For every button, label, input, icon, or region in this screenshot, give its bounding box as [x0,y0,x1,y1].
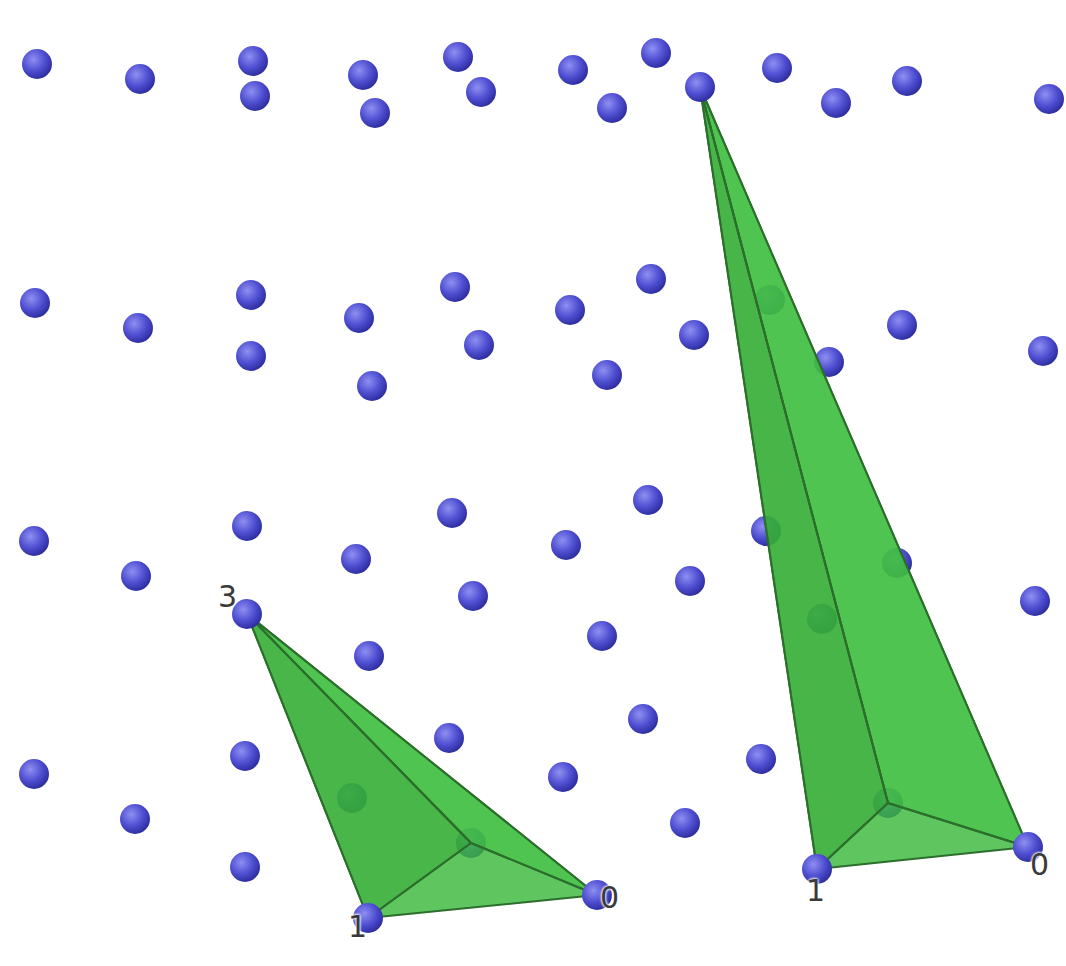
atom-sphere [440,272,470,302]
atom-sphere [357,371,387,401]
atom-sphere [120,804,150,834]
atom-sphere [555,295,585,325]
atom-sphere [240,81,270,111]
tetrahedron-left [247,614,597,918]
atom-sphere [19,526,49,556]
vertex-index: 0 [600,883,619,913]
atom-sphere [636,264,666,294]
atom-sphere [1020,586,1050,616]
atom-sphere [123,313,153,343]
atom-sphere [587,621,617,651]
atom-sphere [592,360,622,390]
atom-sphere [19,759,49,789]
atom-sphere [597,93,627,123]
atom-sphere [892,66,922,96]
atom-sphere [341,544,371,574]
atom-sphere [236,280,266,310]
atom-sphere [551,530,581,560]
atom-sphere [466,77,496,107]
atom-sphere [443,42,473,72]
atom-sphere [360,98,390,128]
vertex-index: 0 [1030,850,1049,880]
vertex-index: 3 [218,582,237,612]
atom-sphere [675,566,705,596]
atom-sphere [641,38,671,68]
atom-sphere [670,808,700,838]
atom-spheres [19,38,1064,882]
atom-sphere [762,53,792,83]
atom-sphere [437,498,467,528]
vertex-index: 1 [348,912,367,942]
atom-sphere [1028,336,1058,366]
atom-sphere [230,741,260,771]
tetrahedron-right [700,87,1028,869]
atom-sphere [236,341,266,371]
atom-sphere [821,88,851,118]
atom-sphere [434,723,464,753]
atom-sphere [464,330,494,360]
atom-sphere [628,704,658,734]
atom-sphere [22,49,52,79]
atom-sphere [354,641,384,671]
atom-sphere [344,303,374,333]
atom-sphere [348,60,378,90]
atom-sphere [458,581,488,611]
atom-sphere [548,762,578,792]
atom-sphere [887,310,917,340]
atom-sphere [20,288,50,318]
atom-sphere [679,320,709,350]
atom-sphere [558,55,588,85]
atom-sphere [1034,84,1064,114]
atom-sphere [232,511,262,541]
vertex-spheres [232,72,1043,933]
atom-sphere [746,744,776,774]
atom-sphere [125,64,155,94]
atom-sphere [238,46,268,76]
vertex-index: 1 [806,876,825,906]
atom-sphere [685,72,715,102]
atom-sphere [121,561,151,591]
atom-sphere [230,852,260,882]
atom-sphere [633,485,663,515]
